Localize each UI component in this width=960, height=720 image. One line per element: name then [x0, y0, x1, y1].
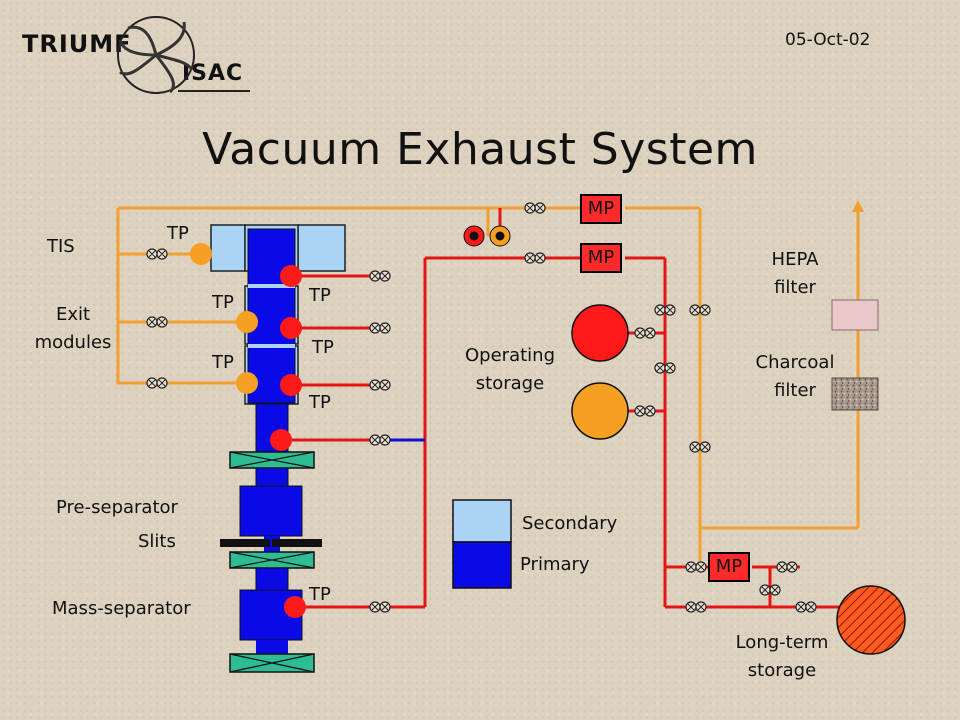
slits-label: Slits	[138, 531, 176, 552]
valve-icon	[369, 270, 391, 282]
legend-primary-swatch	[452, 541, 512, 589]
operating-storage-label-line2: storage	[475, 373, 545, 394]
operating-storage-tank-red	[571, 304, 629, 362]
date-label: 05-Oct-02	[785, 30, 871, 50]
valve-icon	[685, 601, 707, 613]
valve-icon	[654, 304, 676, 316]
tp-red-2	[280, 317, 302, 339]
long-term-storage-label-line2: storage	[747, 660, 817, 681]
legend-primary-label: Primary	[520, 554, 590, 575]
tp-orange-exit-1	[236, 311, 258, 333]
legend-secondary-swatch	[452, 499, 512, 543]
valve-icon	[524, 252, 546, 264]
valve-icon	[689, 441, 711, 453]
hepa-filter-label-line1: HEPA	[771, 249, 819, 270]
charcoal-filter	[831, 377, 879, 411]
tp-red-1	[280, 265, 302, 287]
exit-modules-label-line1: Exit	[55, 304, 91, 325]
tp-label: TP	[309, 285, 331, 306]
tp-orange-exit-2	[236, 372, 258, 394]
pre-separator-label: Pre-separator	[56, 497, 178, 518]
tp-label: TP	[212, 352, 234, 373]
tis-secondary-chamber-right	[297, 224, 346, 272]
logo-fan-icon	[117, 16, 250, 94]
charcoal-filter-label-line1: Charcoal	[755, 352, 835, 373]
triumf-logo-text: TRIUMF	[22, 30, 132, 58]
valve-icon	[685, 561, 707, 573]
slit-right	[272, 539, 322, 547]
legend-secondary-label: Secondary	[522, 513, 618, 534]
check-valve-icon	[463, 225, 511, 247]
hepa-filter-label-line2: filter	[774, 277, 816, 298]
long-term-storage-tank	[836, 585, 906, 655]
valve-icon	[369, 601, 391, 613]
exit-modules-label-line2: modules	[34, 332, 112, 353]
tp-label: TP	[309, 392, 331, 413]
valve-icon	[146, 316, 168, 328]
valve-icon	[369, 379, 391, 391]
tp-red-3	[280, 374, 302, 396]
charcoal-filter-label-line2: filter	[774, 380, 816, 401]
valve-icon	[795, 601, 817, 613]
mass-separator-label: Mass-separator	[52, 598, 191, 619]
tp-label: TP	[309, 584, 331, 605]
tp-red-4	[270, 429, 292, 451]
tis-secondary-chamber-left	[210, 224, 246, 272]
tp-orange-tis	[190, 243, 212, 265]
mp-pump-primary: MP	[580, 243, 622, 273]
valve-icon	[524, 202, 546, 214]
valve-icon	[146, 377, 168, 389]
valve-icon	[759, 584, 781, 596]
tp-label: TP	[312, 337, 334, 358]
long-term-storage-label-line1: Long-term	[735, 632, 829, 653]
valve-icon	[654, 362, 676, 374]
valve-icon	[369, 322, 391, 334]
exhaust-arrow-icon	[852, 200, 864, 212]
tp-label: TP	[212, 292, 234, 313]
mp-pump-long-term: MP	[708, 552, 750, 582]
pre-separator-chamber	[239, 485, 303, 537]
tis-label: TIS	[47, 236, 75, 257]
valve-icon	[776, 561, 798, 573]
valve-icon	[634, 405, 656, 417]
valves	[146, 202, 817, 613]
tp-label: TP	[167, 223, 189, 244]
valve-icon	[634, 327, 656, 339]
operating-storage-tank-orange	[571, 382, 629, 440]
valve-icon	[689, 304, 711, 316]
valve-icon	[146, 248, 168, 260]
valve-icon	[369, 434, 391, 446]
operating-storage-label-line1: Operating	[465, 345, 555, 366]
tp-red-mass-separator	[284, 596, 306, 618]
slit-left	[220, 539, 270, 547]
page-title: Vacuum Exhaust System	[202, 124, 758, 175]
hepa-filter	[831, 299, 879, 331]
mp-pump-secondary: MP	[580, 194, 622, 224]
